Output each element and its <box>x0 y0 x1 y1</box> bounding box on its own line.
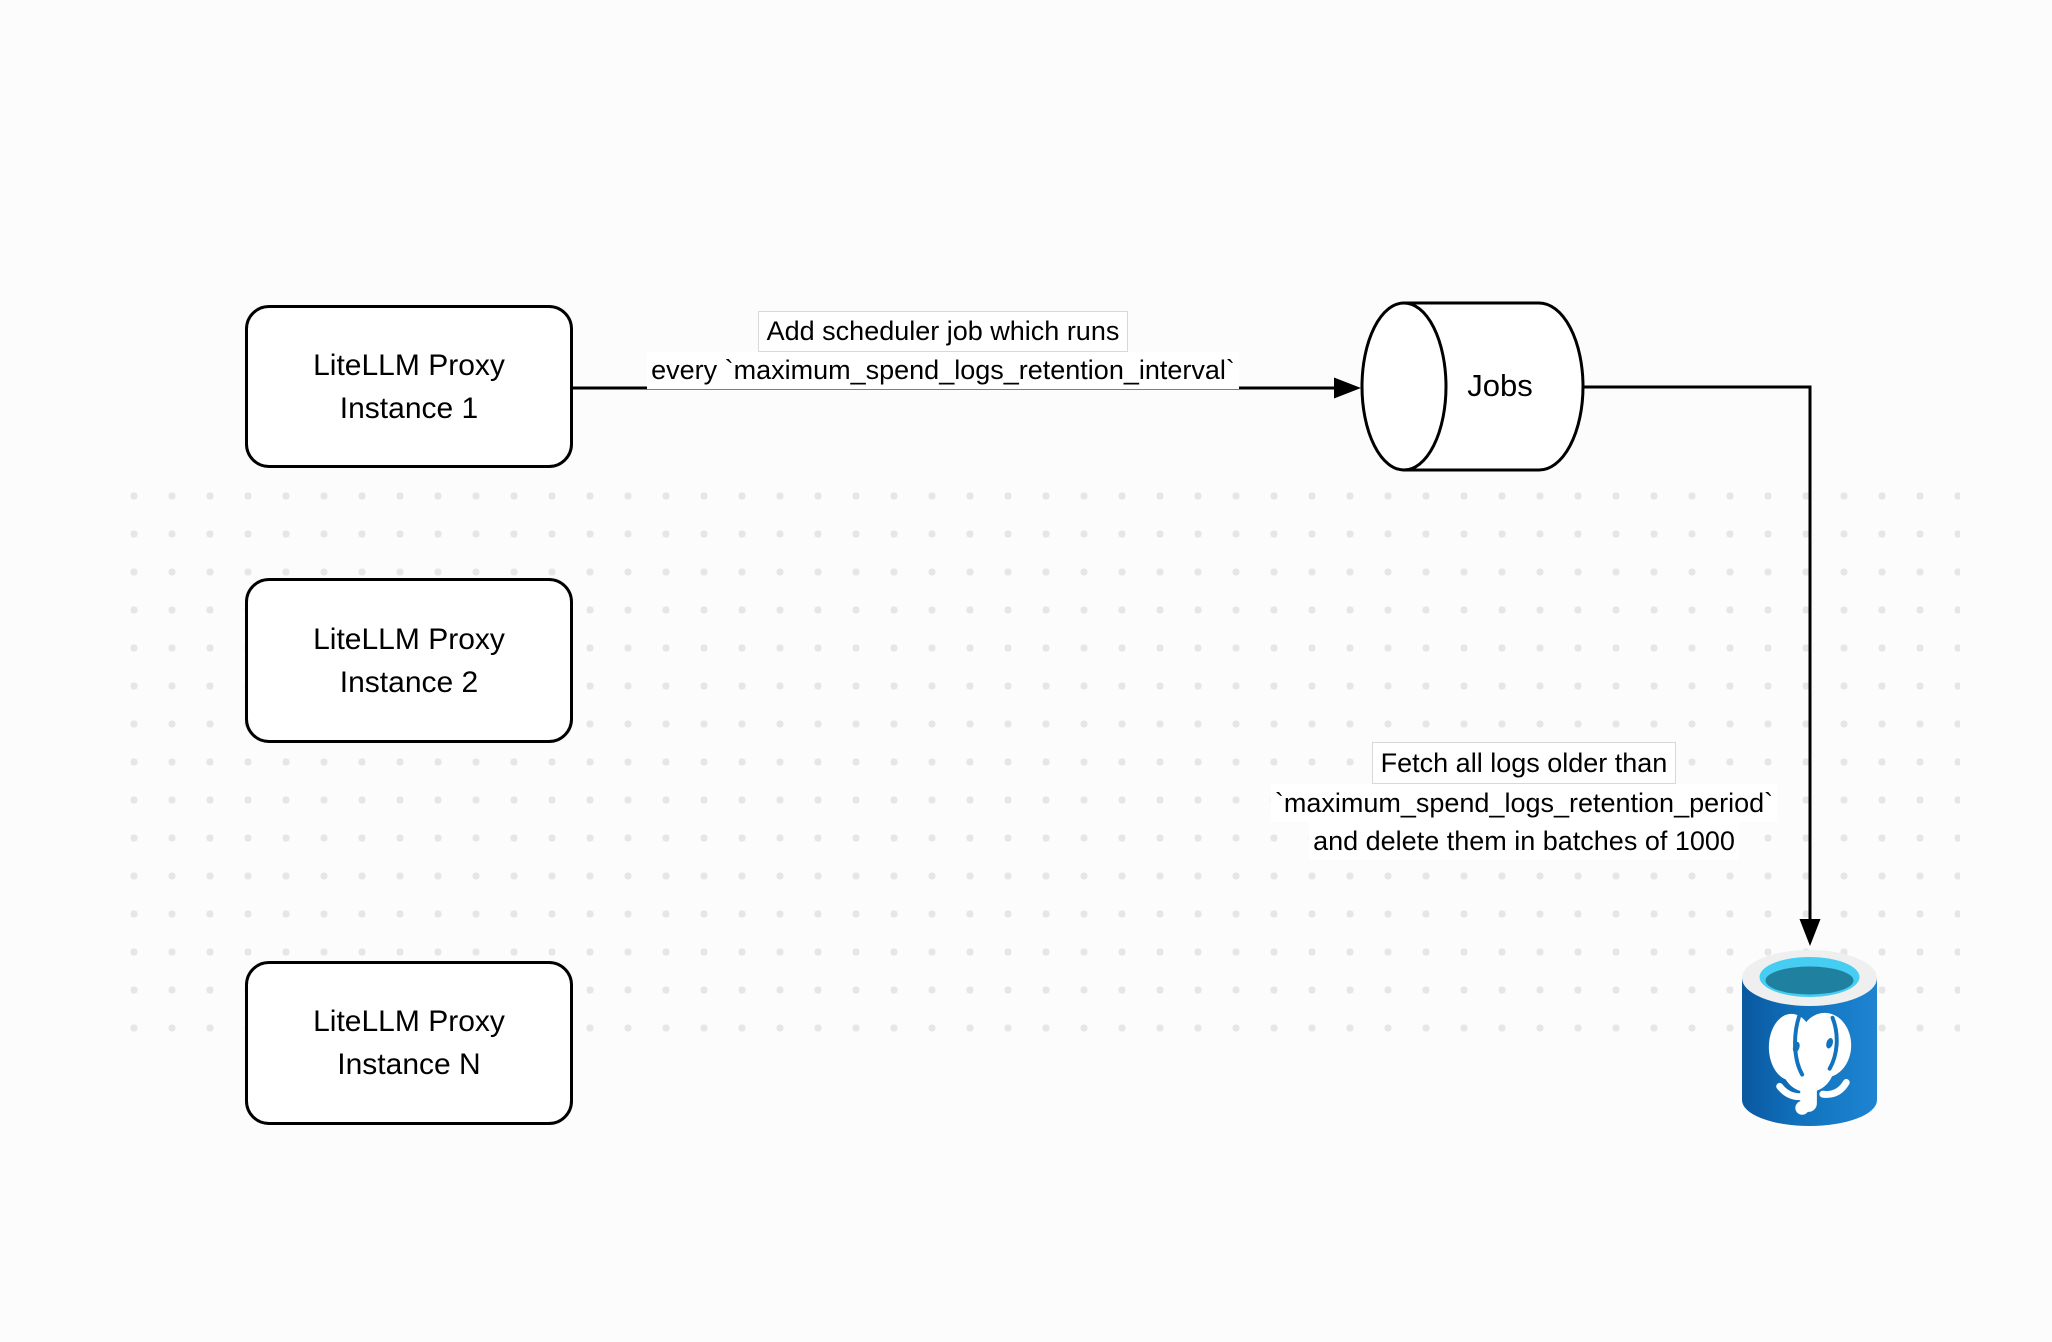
edge-fetch-arrow <box>1583 385 1821 946</box>
edge-label-scheduler: Add scheduler job which runs every `maxi… <box>543 311 1343 389</box>
node-litellm-proxy-instance-2[interactable]: LiteLLM Proxy Instance 2 <box>245 578 573 743</box>
node-label-line: Instance 2 <box>339 665 479 699</box>
edge-label-line: and delete them in batches of 1000 <box>1174 822 1874 860</box>
edge-label-line: `maximum_spend_logs_retention_period` <box>1174 784 1874 822</box>
node-label-line: Instance N <box>337 1048 481 1081</box>
postgres-elephant-icon <box>1768 1012 1852 1115</box>
jobs-queue-cylinder[interactable] <box>1360 301 1585 472</box>
edge-label-line: every `maximum_spend_logs_retention_inte… <box>543 352 1343 389</box>
node-label-line: Instance 1 <box>339 391 479 425</box>
jobs-node-label: Jobs <box>1467 368 1533 403</box>
edge-label-line: Add scheduler job which runs <box>543 311 1343 352</box>
node-label-line: LiteLLM Proxy <box>313 348 505 382</box>
node-litellm-proxy-instance-n[interactable]: LiteLLM Proxy Instance N <box>245 961 573 1125</box>
postgresql-database-icon[interactable] <box>1742 950 1877 1126</box>
edge-label-fetch-delete: Fetch all logs older than `maximum_spend… <box>1174 742 1874 860</box>
node-litellm-proxy-instance-1[interactable]: LiteLLM Proxy Instance 1 <box>245 305 573 468</box>
arrowhead-right-icon <box>1334 377 1361 399</box>
node-label-line: LiteLLM Proxy <box>313 622 505 656</box>
arrowhead-down-icon <box>1799 919 1821 946</box>
node-label-line: LiteLLM Proxy <box>313 1005 505 1038</box>
edge-label-line: Fetch all logs older than <box>1174 742 1874 784</box>
